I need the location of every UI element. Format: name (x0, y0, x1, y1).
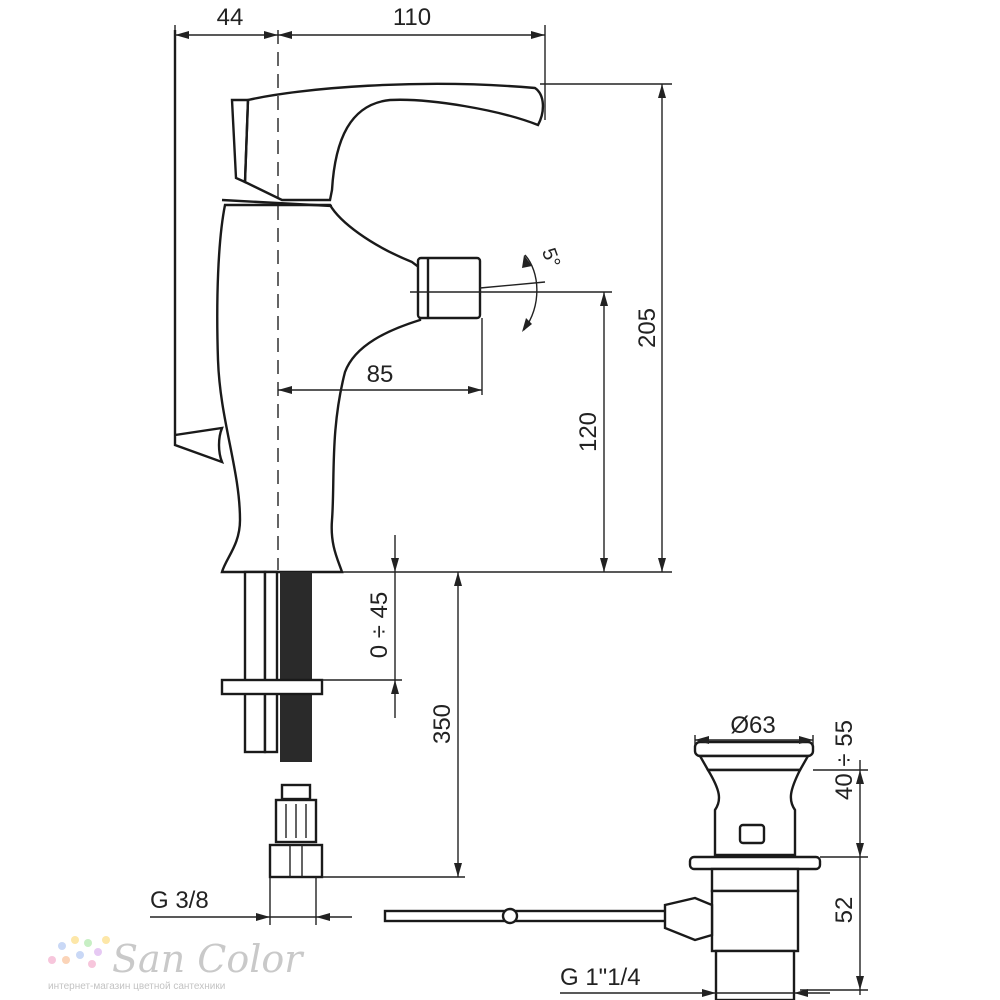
dim-drain-diameter: Ø63 (730, 712, 775, 739)
dim-nozzle-reach: 85 (367, 361, 394, 388)
lever-handle (243, 82, 545, 202)
threaded-stud (243, 570, 267, 754)
dim-nozzle-height: 120 (575, 412, 602, 452)
dim-total-height: 205 (634, 308, 661, 348)
drain-cap (693, 740, 815, 758)
linkage-housing (663, 896, 714, 942)
drain-nut (688, 855, 822, 871)
mounting-plate (220, 678, 324, 696)
dim-hose-length: 350 (429, 704, 456, 744)
body-collar (221, 198, 333, 208)
supply-hose (280, 572, 312, 762)
drain-tailpiece (714, 949, 796, 1000)
faucet-body (173, 30, 545, 574)
drain-tail (710, 889, 800, 953)
linkage-rod (383, 909, 687, 923)
dimension-labels: 44 110 205 120 85 5° 0 ÷ 45 350 Ø63 40 ÷… (150, 4, 858, 991)
logo-dots (48, 936, 110, 968)
popup-drain (383, 740, 822, 1000)
drain-flange (697, 754, 811, 772)
supply-thread-label: G 3/8 (150, 887, 209, 914)
stud-edge (263, 570, 279, 754)
mixer-body (216, 203, 422, 574)
dimension-lines (150, 25, 868, 997)
popup-rod (173, 30, 225, 465)
hex-nut (268, 843, 324, 879)
handle-cap (230, 98, 250, 184)
dim-nozzle-angle: 5° (537, 245, 564, 270)
drain-thread-label: G 1"1/4 (560, 964, 641, 991)
dim-spout-reach: 110 (393, 4, 431, 31)
dim-deck-thickness: 0 ÷ 45 (366, 592, 393, 659)
drain-upper-body (705, 768, 802, 857)
logo-tagline: интернет-магазин цветной сантехники (48, 981, 225, 992)
dim-drain-range: 40 ÷ 55 (831, 720, 858, 800)
logo-brand: San Color (112, 937, 305, 981)
watermark: San Color интернет-магазин цветной санте… (48, 936, 305, 992)
drain-slot (738, 823, 766, 845)
drain-collar (710, 867, 800, 893)
dim-drain-height: 52 (831, 897, 858, 924)
linkage-pivot (501, 907, 519, 925)
dim-offset-left: 44 (217, 4, 244, 31)
under-deck-assembly (220, 570, 324, 879)
hose-ferrule (280, 783, 312, 801)
